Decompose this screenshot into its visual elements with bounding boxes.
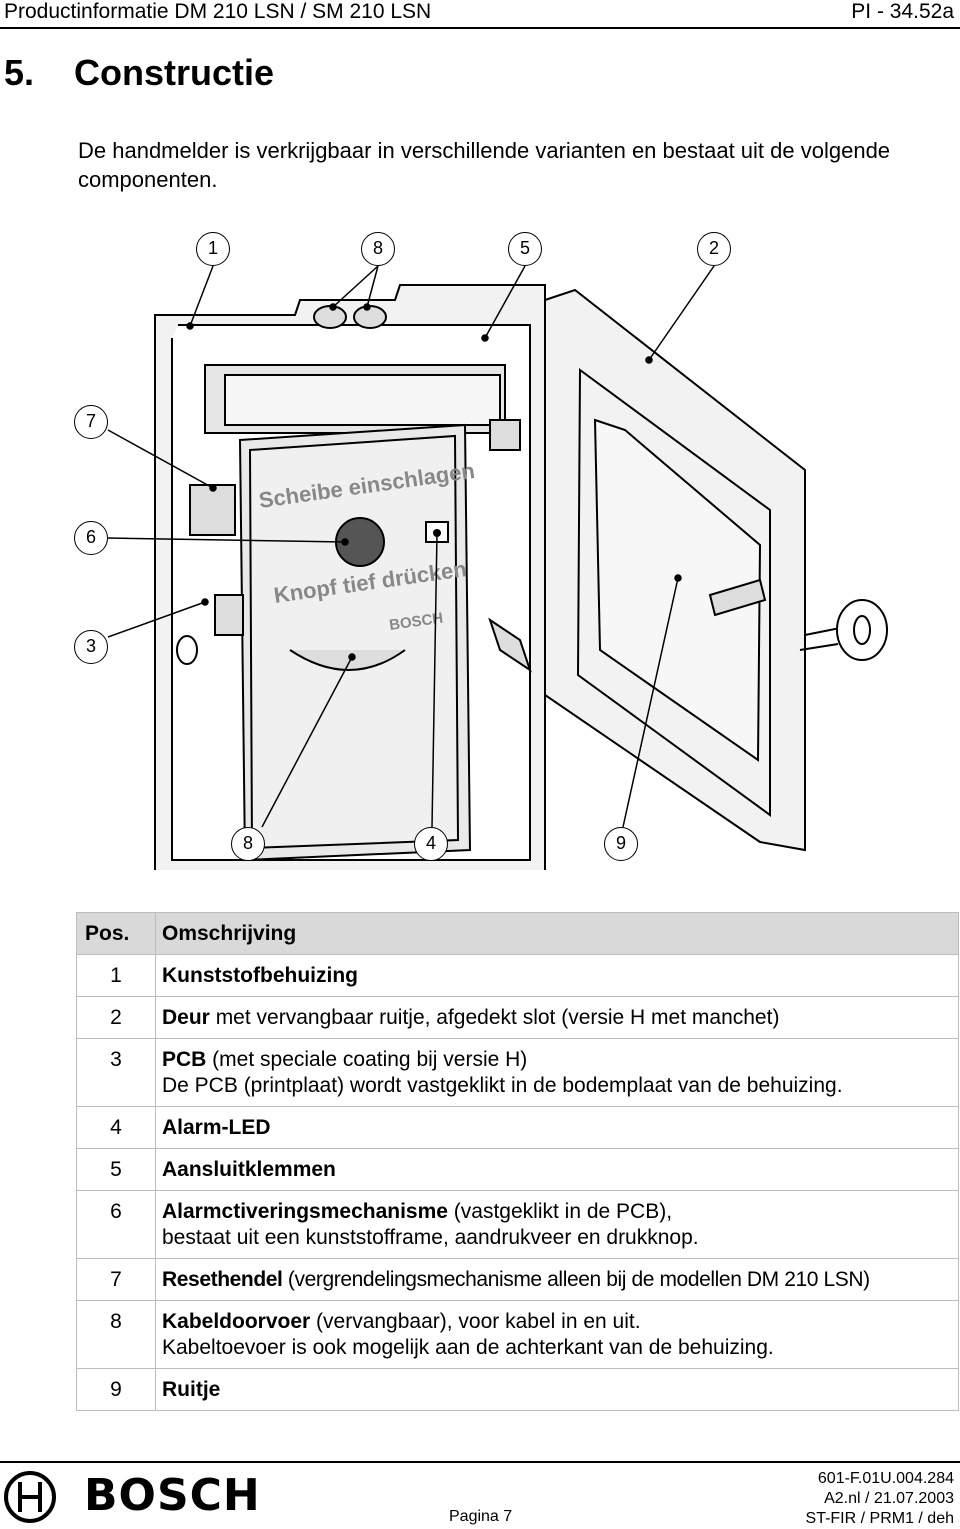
section-number: 5. xyxy=(4,52,35,93)
row-description: Alarmctiveringsmechanisme (vastgeklikt i… xyxy=(155,1190,959,1259)
row-pos: 4 xyxy=(76,1106,156,1149)
row-pos: 8 xyxy=(76,1300,156,1369)
row-description: PCB (met speciale coating bij versie H)D… xyxy=(155,1038,959,1107)
page-number: Pagina 7 xyxy=(449,1508,513,1525)
section-title: Constructie xyxy=(74,52,275,93)
footer-brand: BOSCH xyxy=(84,1470,261,1521)
row-description: Ruitje xyxy=(155,1368,959,1411)
header-document-code: PI - 34.52a xyxy=(851,0,954,23)
cable-gland-right xyxy=(353,305,387,329)
bosch-logo-icon xyxy=(4,1471,56,1523)
callout-6: 6 xyxy=(74,521,108,555)
doc-version-date: A2.nl / 21.07.2003 xyxy=(824,1490,954,1507)
row-description: Alarm-LED xyxy=(155,1106,959,1149)
row-pos: 7 xyxy=(76,1258,156,1301)
table-row: 5 Aansluitklemmen xyxy=(76,1148,959,1191)
row-description: Kabeldoorvoer (vervangbaar), voor kabel … xyxy=(155,1300,959,1369)
table-row: 3 PCB (met speciale coating bij versie H… xyxy=(76,1038,959,1107)
row-pos: 2 xyxy=(76,996,156,1039)
table-row: 1 Kunststofbehuizing xyxy=(76,954,959,997)
header-description: Omschrijving xyxy=(155,912,959,955)
table-row: 8 Kabeldoorvoer (vervangbaar), voor kabe… xyxy=(76,1300,959,1369)
callout-2: 2 xyxy=(697,232,731,266)
row-pos: 3 xyxy=(76,1038,156,1107)
section-heading: 5. Constructie xyxy=(4,52,274,94)
device-illustration: Scheibe einschlagen Knopf tief drücken B… xyxy=(0,220,960,881)
callout-5: 5 xyxy=(508,232,542,266)
header-product-title: Productinformatie DM 210 LSN / SM 210 LS… xyxy=(4,0,432,23)
table-row: 6 Alarmctiveringsmechanisme (vastgeklikt… xyxy=(76,1190,959,1259)
callout-8-top: 8 xyxy=(361,232,395,266)
callout-4: 4 xyxy=(414,827,448,861)
row-description: Deur met vervangbaar ruitje, afgedekt sl… xyxy=(155,996,959,1039)
table-row: 9 Ruitje xyxy=(76,1368,959,1411)
cable-gland-left xyxy=(313,305,347,329)
callout-8-bottom: 8 xyxy=(231,827,265,861)
table-row: 7 Resethendel (vergrendelingsmechanisme … xyxy=(76,1258,959,1301)
parts-table: Pos. Omschrijving 1 Kunststofbehuizing 2… xyxy=(76,912,959,1411)
door-window xyxy=(593,418,762,762)
row-description: Aansluitklemmen xyxy=(155,1148,959,1191)
intro-paragraph: De handmelder is verkrijgbaar in verschi… xyxy=(78,138,891,192)
doc-number: 601-F.01U.004.284 xyxy=(817,1470,954,1487)
header-divider xyxy=(0,27,960,29)
row-description: Kunststofbehuizing xyxy=(155,954,959,997)
row-pos: 6 xyxy=(76,1190,156,1259)
callout-1: 1 xyxy=(196,232,230,266)
doc-department: ST-FIR / PRM1 / deh xyxy=(805,1510,954,1527)
header-pos: Pos. xyxy=(76,912,156,955)
device-drawing: Scheibe einschlagen Knopf tief drücken B… xyxy=(107,265,888,881)
document-reference: 601-F.01U.004.284 A2.nl / 21.07.2003 ST-… xyxy=(806,1469,954,1529)
callout-9: 9 xyxy=(604,827,638,861)
row-pos: 1 xyxy=(76,954,156,997)
key xyxy=(799,627,841,651)
callout-7: 7 xyxy=(74,405,108,439)
table-row: 2 Deur met vervangbaar ruitje, afgedekt … xyxy=(76,996,959,1039)
row-pos: 9 xyxy=(76,1368,156,1411)
table-row: 4 Alarm-LED xyxy=(76,1106,959,1149)
table-header-row: Pos. Omschrijving xyxy=(76,912,959,955)
row-description: Resethendel (vergrendelingsmechanisme al… xyxy=(155,1258,959,1301)
callout-3: 3 xyxy=(74,630,108,664)
footer-divider xyxy=(0,1461,960,1463)
row-pos: 5 xyxy=(76,1148,156,1191)
